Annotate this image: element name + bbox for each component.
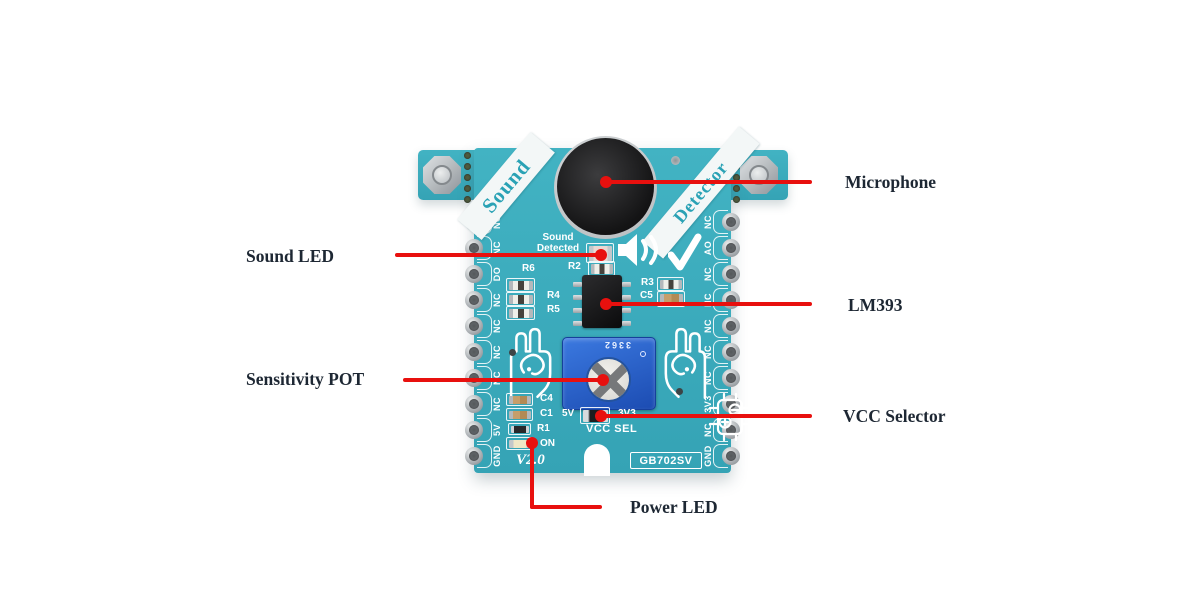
- drill-hole: [676, 388, 683, 395]
- resistor-r5: [506, 306, 535, 320]
- resistor-r3: [657, 277, 684, 291]
- ic-leg: [573, 282, 582, 287]
- resistor-r4: [506, 292, 535, 306]
- mount-pad-left: [423, 156, 461, 194]
- sound-detected-label: Sound Detected: [529, 232, 587, 254]
- capacitor-c4: [506, 393, 533, 406]
- callout-dot: [595, 249, 607, 261]
- via-hole: [464, 185, 471, 192]
- vcc-3v3-label: 3V3: [618, 408, 636, 420]
- pin-label: GND: [492, 445, 502, 467]
- annotation-label: Power LED: [630, 497, 718, 517]
- via-hole: [464, 174, 471, 181]
- via-hole: [733, 185, 740, 192]
- ref-r3: R3: [641, 277, 654, 288]
- drill-hole: [509, 349, 516, 356]
- ref-c5: C5: [640, 290, 653, 301]
- pot-marking: 3362: [602, 340, 632, 350]
- annotation-label: LM393: [848, 295, 903, 315]
- callout-line: [606, 302, 812, 306]
- hand-ear-icon: [509, 327, 552, 400]
- ic-leg: [622, 321, 631, 326]
- ref-r2: R2: [568, 261, 581, 272]
- callout-dot: [597, 374, 609, 386]
- capacitor-c1: [506, 408, 533, 421]
- pin-label: GND: [703, 445, 713, 467]
- ref-r4: R4: [547, 290, 560, 301]
- ref-c4: C4: [540, 393, 553, 404]
- callout-line-vertical: [530, 443, 534, 509]
- via-hole: [464, 196, 471, 203]
- ic-leg: [573, 308, 582, 313]
- ref-r5: R5: [547, 304, 560, 315]
- capacitor-c5: [657, 291, 685, 307]
- bug-icon: [708, 392, 752, 442]
- callout-line: [403, 378, 603, 382]
- annotation-label: VCC Selector: [843, 406, 946, 426]
- ref-r1: R1: [537, 423, 550, 434]
- via-hole: [733, 174, 740, 181]
- resistor-r1: [508, 423, 531, 435]
- annotation-label: Sound LED: [246, 246, 335, 266]
- speaker-icon: [618, 234, 658, 266]
- mount-pad-right: [740, 156, 778, 194]
- via-hole: [464, 152, 471, 159]
- via-hole: [464, 163, 471, 170]
- callout-line: [601, 414, 812, 418]
- hand-ear-icon: [664, 327, 707, 400]
- ref-c1: C1: [540, 408, 553, 419]
- callout-line: [606, 180, 812, 184]
- ref-r6: R6: [522, 263, 535, 274]
- ic-leg: [622, 282, 631, 287]
- vcc-sel-label: VCC SEL: [586, 423, 638, 435]
- pot-pin1-mark: [640, 351, 646, 357]
- board-model: GB702SV: [630, 452, 702, 469]
- annotation-label: Microphone: [845, 172, 937, 192]
- resistor-r2: [588, 261, 615, 276]
- resistor-r6: [506, 278, 535, 292]
- sound-detected-line1: Sound: [542, 232, 574, 243]
- board-edge-notch: [584, 444, 610, 476]
- callout-line: [395, 253, 601, 257]
- ic-leg: [622, 295, 631, 300]
- ic-leg: [573, 295, 582, 300]
- via-hole: [733, 196, 740, 203]
- ic-leg: [573, 321, 582, 326]
- callout-line: [530, 505, 602, 509]
- vcc-5v-label: 5V: [562, 408, 575, 419]
- check-icon: [668, 233, 702, 271]
- ic-leg: [622, 308, 631, 313]
- drill-hole: [671, 156, 680, 165]
- sound-detected-line2: Detected: [536, 242, 580, 254]
- power-on-label: ON: [540, 438, 555, 449]
- annotation-label: Sensitivity POT: [246, 369, 365, 389]
